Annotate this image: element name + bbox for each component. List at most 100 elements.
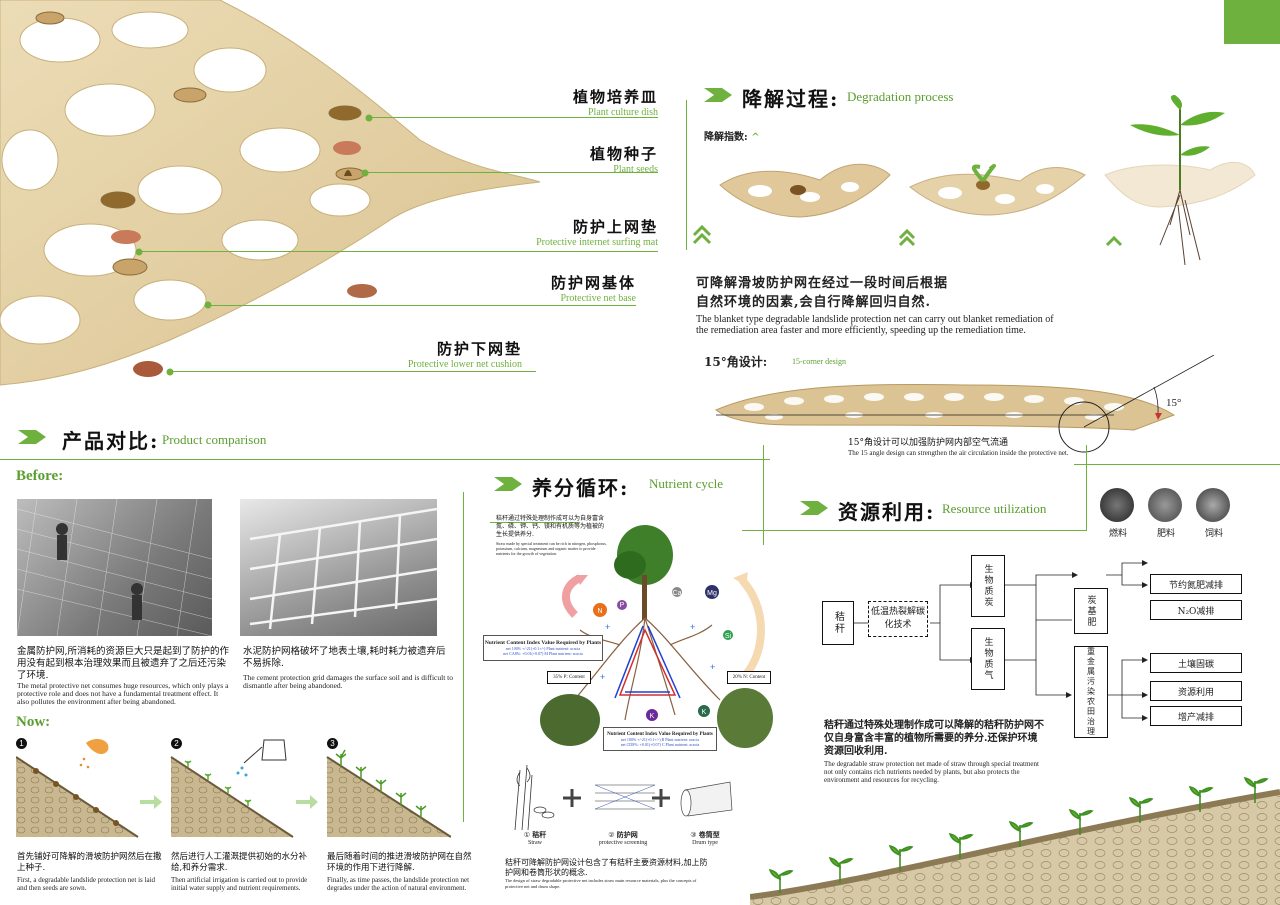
corner-title-en: 15-corner design bbox=[792, 357, 846, 366]
flow-source-straw: 秸秆 bbox=[822, 601, 854, 645]
material-cn: 秸秆 bbox=[532, 830, 547, 839]
before-cement-text: 水泥防护网格破坏了地表土壤,耗时耗力被遗弃后不易拆除. The cement p… bbox=[243, 646, 453, 690]
divider-vertical bbox=[686, 100, 687, 250]
label-lower-cushion: 防护下网垫 Protective lower net cushion bbox=[322, 338, 522, 370]
desc-cn-line-2: 自然环境的因素,会自行降解回归自然. bbox=[696, 295, 932, 310]
flow-biogas: 生物质气 bbox=[971, 628, 1005, 690]
resource-icon-fuel: 燃料 bbox=[1100, 488, 1136, 539]
corner-accent-block bbox=[1224, 0, 1280, 44]
nutrient-bottom-text: 秸秆可降解防护网设计包含了有秸秆主要资源材料,加上防护网和卷筒形状的概念. Th… bbox=[505, 858, 715, 890]
divider-vertical bbox=[763, 445, 764, 545]
step-2-text: 然后进行人工灌溉提供初始的水分补给,和养分需求. Then artificial… bbox=[171, 852, 316, 892]
resource-description: 秸秆通过特殊处理制作成可以降解的秸秆防护网不仅自身富含丰富的植物所需要的养分.还… bbox=[824, 719, 1044, 784]
feed-icon bbox=[1196, 488, 1230, 522]
label-cn: 防护网基体 bbox=[550, 274, 636, 292]
fertilizer-icon bbox=[1148, 488, 1182, 522]
chevron-icon bbox=[800, 501, 828, 515]
resource-flow-connectors bbox=[853, 560, 1148, 721]
corner-title-cn: 15°角设计: bbox=[704, 355, 768, 369]
element-si: Si bbox=[725, 633, 732, 640]
box-top-line1: net 100% +/-21(+0.1+/-) Plant nutrient: … bbox=[505, 646, 581, 651]
degradation-title-en: Degradation process bbox=[847, 89, 954, 104]
degradation-title-cn: 降解过程: bbox=[742, 87, 840, 111]
label-en: Protective net base bbox=[560, 293, 636, 304]
step-1-text: 首先铺好可降解的滑坡防护网然后在撒上种子. First, a degradabl… bbox=[17, 852, 162, 892]
icon-label: 肥料 bbox=[1156, 529, 1175, 539]
index-label-text: 降解指数: bbox=[704, 132, 748, 143]
nutrient-box-bottom: Nutrient Content Index Value Required by… bbox=[603, 727, 717, 751]
resource-icon-feed: 饲料 bbox=[1196, 488, 1232, 539]
material-cn: 卷筒型 bbox=[698, 830, 720, 839]
step-illustrations bbox=[16, 739, 451, 838]
resource-title-cn: 资源利用: bbox=[838, 500, 936, 524]
flow-out-nitrogen: 节约氮肥减排 bbox=[1150, 574, 1242, 594]
step-2-en: Then artificial irrigation is carried ou… bbox=[171, 876, 308, 892]
corner-note-en: The 15 angle design can strengthen the a… bbox=[848, 449, 1069, 457]
degradation-index-label: 降解指数: ^ bbox=[704, 128, 760, 143]
nutrient-pct-right: 20% N: Content bbox=[727, 671, 771, 684]
step-3-number: 3 bbox=[327, 738, 338, 749]
svg-text:+: + bbox=[605, 622, 610, 632]
label-cn: 防护下网垫 bbox=[436, 340, 522, 358]
label-upper-mat: 防护上网垫 Protective internet surfing mat bbox=[448, 216, 658, 248]
material-num: ① bbox=[523, 831, 531, 839]
corner-angle-label: 15° bbox=[1166, 397, 1182, 409]
flow-tech: 低温热裂解碳化技术 bbox=[868, 601, 928, 637]
now-label: Now: bbox=[16, 714, 51, 730]
before-metal-en: The metal protective net consumes huge r… bbox=[17, 681, 229, 706]
fuel-icon bbox=[1100, 488, 1134, 522]
comparison-title-cn: 产品对比: bbox=[62, 429, 160, 453]
element-k: K bbox=[650, 713, 655, 720]
material-en: Straw bbox=[528, 840, 542, 846]
label-plant-seeds: 植物种子 Plant seeds bbox=[448, 143, 658, 175]
leader-line bbox=[170, 371, 536, 372]
resource-title-en: Resource utilization bbox=[942, 501, 1047, 516]
material-screening: ② 防护网 protective screening bbox=[583, 830, 663, 846]
comparison-title-en: Product comparison bbox=[162, 432, 267, 447]
leader-line bbox=[139, 251, 658, 252]
chevron-icon bbox=[494, 477, 522, 491]
element-mg: Mg bbox=[707, 590, 717, 597]
label-cn: 防护上网垫 bbox=[572, 218, 658, 236]
degradation-description: 可降解滑坡防护网在经过一段时间后根据 自然环境的因素,会自行降解回归自然. Th… bbox=[696, 272, 1056, 336]
slope-seedlings-illustration bbox=[750, 776, 1280, 905]
before-cement-cn: 水泥防护网格破坏了地表土壤,耗时耗力被遗弃后不易拆除. bbox=[243, 646, 446, 669]
nutrient-pct-left: 35% P: Content bbox=[547, 671, 591, 684]
before-metal-text: 金属防护网,所消耗的资源巨大只是起到了防护的作用没有起到根本治理效果而且被遗弃了… bbox=[17, 646, 232, 706]
before-label: Before: bbox=[16, 468, 64, 484]
box-top-title: Nutrient Content Index Value Required by… bbox=[484, 640, 602, 646]
chevron-up-icon: ^ bbox=[751, 132, 760, 143]
element-p: P bbox=[620, 602, 625, 609]
resource-icon-fertilizer: 肥料 bbox=[1148, 488, 1184, 539]
nutrient-box-top: Nutrient Content Index Value Required by… bbox=[483, 635, 603, 661]
nutrient-title-en: Nutrient cycle bbox=[649, 476, 723, 491]
degradation-stage-images bbox=[692, 95, 1256, 266]
divider-horizontal bbox=[490, 522, 580, 523]
divider-horizontal bbox=[742, 530, 1087, 531]
desc-en: The blanket type degradable landslide pr… bbox=[696, 314, 1054, 336]
chevron-icon bbox=[704, 88, 732, 102]
svg-text:+: + bbox=[690, 622, 695, 632]
icon-label: 饲料 bbox=[1204, 529, 1223, 539]
flow-out-n2o: N₂O减排 bbox=[1150, 600, 1242, 620]
material-drum: ③ 卷筒型 Drum type bbox=[675, 830, 735, 846]
label-en: Plant seeds bbox=[613, 164, 658, 175]
nutrient-intro-cn: 秸秆通过特殊处理制作成可以为自身富含氮、磷、钾、钙、镁和有机质等为植被的生长提供… bbox=[496, 515, 605, 538]
leader-line bbox=[365, 172, 658, 173]
nutrient-intro: 秸秆通过特殊处理制作成可以为自身富含氮、磷、钾、钙、镁和有机质等为植被的生长提供… bbox=[496, 515, 608, 556]
material-en: protective screening bbox=[598, 840, 648, 846]
svg-text:+: + bbox=[710, 662, 715, 672]
materials-illustration bbox=[514, 764, 733, 831]
label-en: Protective lower net cushion bbox=[407, 359, 522, 370]
step-1-en: First, a degradable landslide protection… bbox=[17, 876, 156, 892]
step-3-en: Finally, as time passes, the landslide p… bbox=[327, 876, 470, 892]
flow-out-resource: 资源利用 bbox=[1150, 681, 1242, 701]
corner-note: 15°角设计可以加强防护网内部空气流通 The 15 angle design … bbox=[848, 437, 1078, 457]
flow-out-soil-carbon: 土壤固碳 bbox=[1150, 653, 1242, 673]
nutrient-intro-en: Straw made by special treatment can be r… bbox=[496, 541, 607, 556]
flow-out-yield: 增产减排 bbox=[1150, 706, 1242, 726]
desc-cn-line-1: 可降解滑坡防护网在经过一段时间后根据 bbox=[696, 276, 949, 291]
divider-horizontal bbox=[0, 459, 770, 460]
label-net-base: 防护网基体 Protective net base bbox=[426, 272, 636, 304]
label-cn: 植物种子 bbox=[589, 145, 658, 163]
